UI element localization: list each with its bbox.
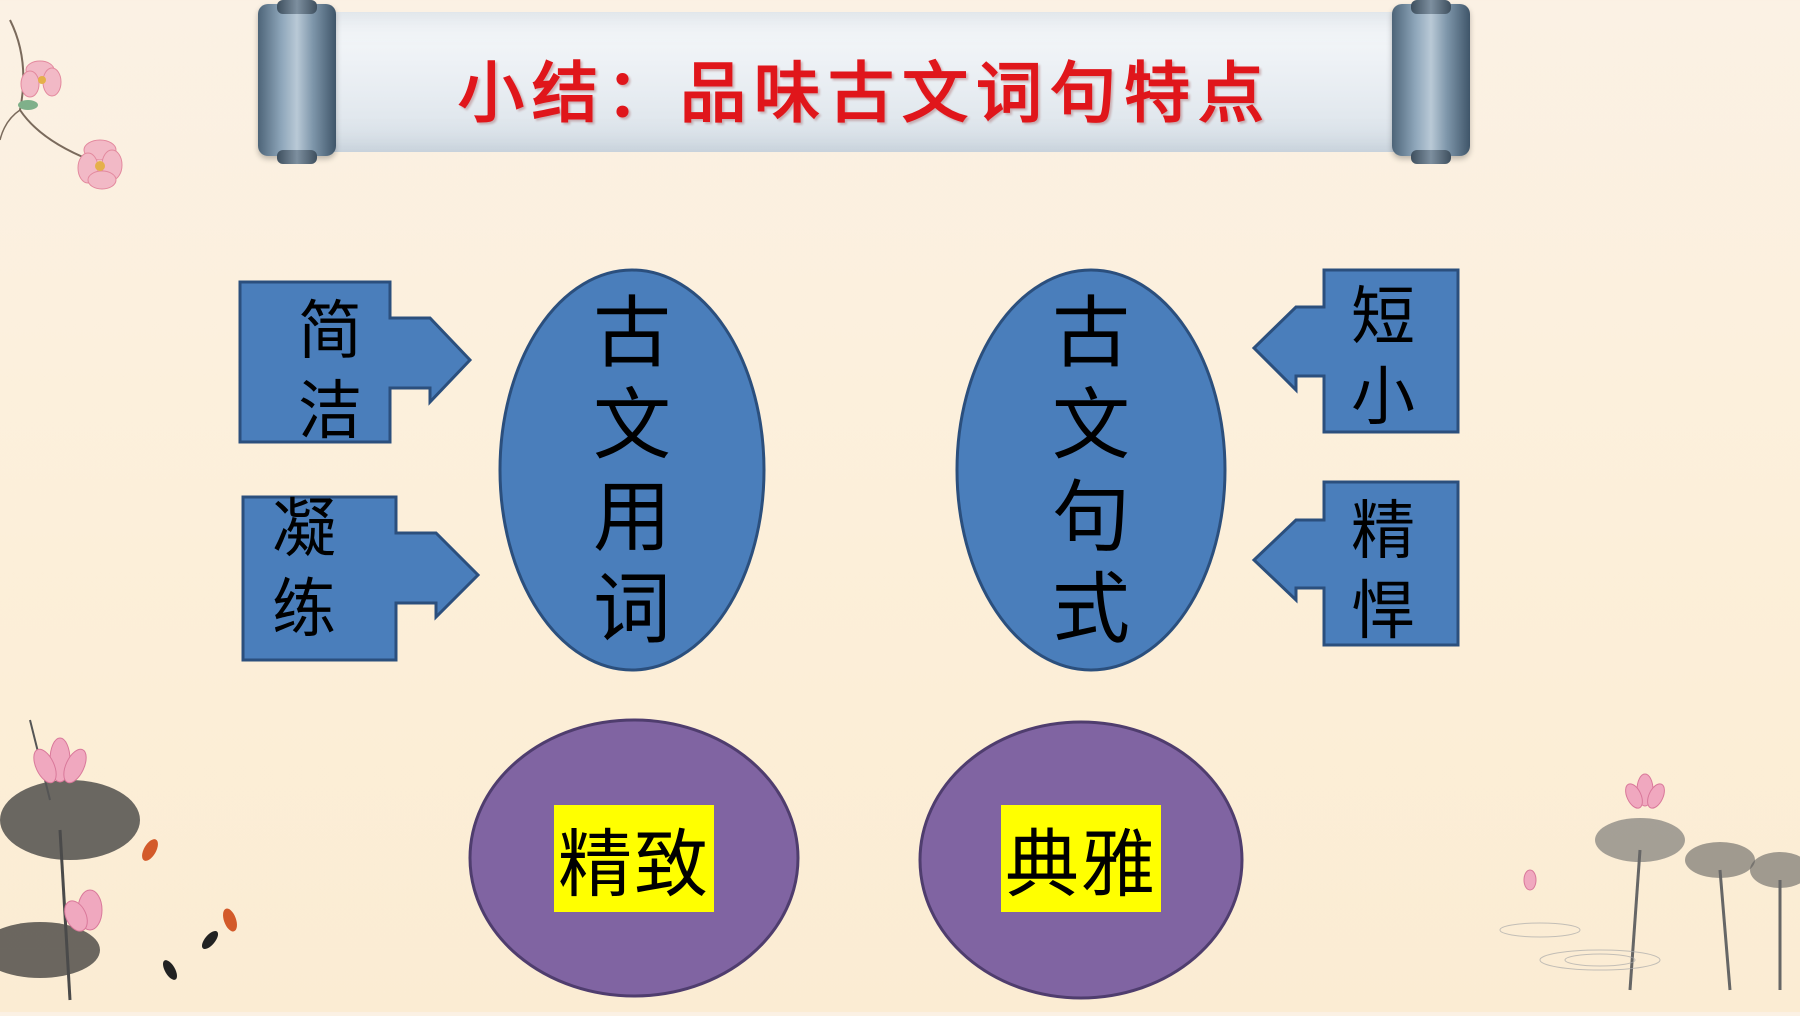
scroll-rod-right — [1392, 4, 1470, 156]
box-char: 简 — [298, 295, 362, 369]
arrow-box-left-2 — [241, 495, 481, 662]
oval-char: 文 — [592, 381, 671, 471]
lotus-leaves-icon — [1499, 773, 1800, 991]
scroll-rod-cap-right — [1411, 0, 1451, 14]
arrow-box-right-1 — [1251, 268, 1460, 434]
label-refined-text: 精致 — [554, 804, 714, 912]
scroll-rod-cap-right-bottom — [1411, 150, 1451, 164]
lotus-decoration-bottom-right — [1480, 760, 1800, 1012]
blossom-branch-icon — [0, 19, 123, 190]
lotus-pond-icon — [0, 719, 237, 1001]
box-char: 练 — [272, 573, 336, 647]
box-char: 凝 — [272, 493, 336, 567]
scroll-rod-left — [258, 4, 336, 156]
oval-char: 文 — [1051, 381, 1130, 471]
blossom-decoration-top-left — [0, 0, 150, 200]
label-elegant: 典雅 — [921, 804, 1241, 912]
arrow-box-right-2-text: 精 悍 — [1343, 492, 1423, 652]
label-refined: 精致 — [474, 804, 794, 912]
lotus-decoration-bottom-left — [0, 700, 260, 1012]
oval-ancient-diction-text: 古 文 用 词 — [592, 288, 672, 656]
oval-char: 句 — [1051, 473, 1130, 563]
oval-char: 用 — [592, 473, 671, 563]
label-elegant-text: 典雅 — [1001, 804, 1161, 912]
box-char: 洁 — [298, 375, 362, 440]
oval-char: 古 — [1051, 289, 1130, 379]
box-char: 短 — [1351, 281, 1415, 355]
oval-char: 古 — [592, 289, 671, 379]
oval-ancient-diction — [498, 268, 766, 672]
arrow-box-left-1-text: 简 洁 — [290, 292, 370, 440]
oval-char: 词 — [592, 565, 671, 655]
arrow-box-right-1-text: 短 小 — [1343, 278, 1423, 438]
oval-ancient-sentence-text: 古 文 句 式 — [1051, 288, 1131, 656]
scroll-rod-cap-left-bottom — [277, 150, 317, 164]
oval-ancient-sentence — [955, 268, 1227, 672]
title-scroll-paper — [300, 12, 1430, 152]
arrow-box-left-2-text: 凝 练 — [264, 490, 344, 650]
arrow-box-right-2 — [1251, 480, 1460, 647]
oval-char: 式 — [1051, 565, 1130, 655]
box-char: 小 — [1351, 361, 1415, 435]
scroll-rod-cap-left — [277, 0, 317, 14]
page-title: 小结：品味古文词句特点 — [458, 54, 1272, 132]
box-char: 悍 — [1351, 575, 1415, 649]
arrow-box-left-1 — [238, 280, 473, 444]
box-char: 精 — [1351, 495, 1415, 569]
